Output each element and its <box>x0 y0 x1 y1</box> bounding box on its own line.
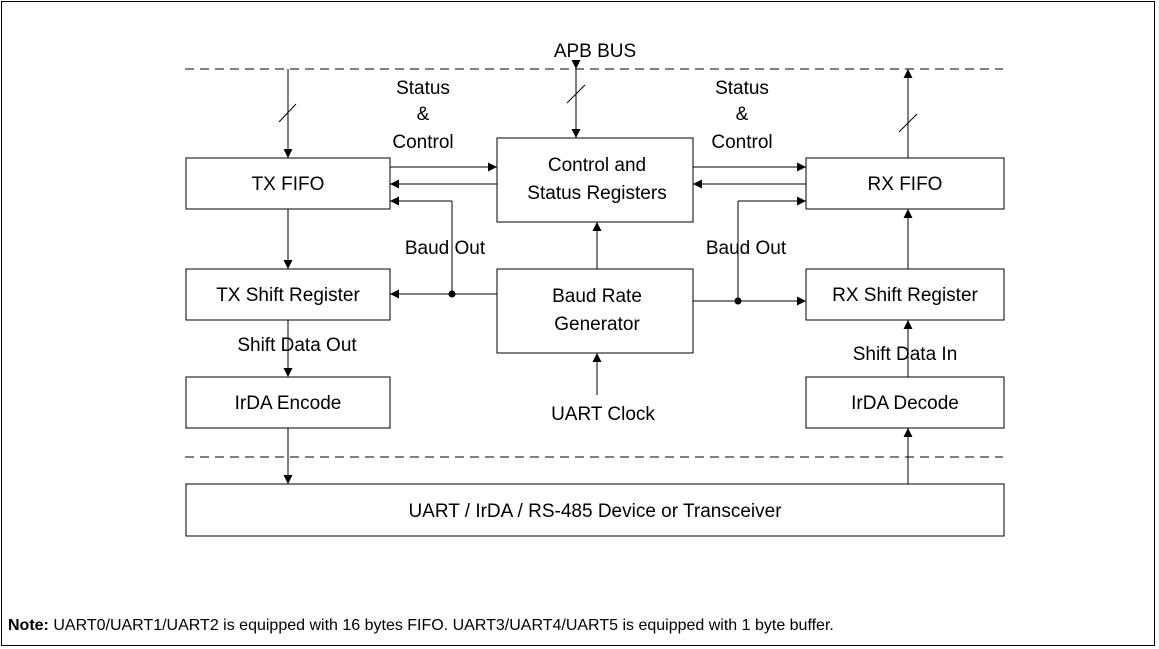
status-label-left: Status <box>396 78 450 99</box>
apb-bus-label: APB BUS <box>554 41 636 62</box>
irda-encode-label: IrDA Encode <box>235 393 342 414</box>
baud-junction-left <box>448 290 456 298</box>
tx-fifo-label: TX FIFO <box>252 174 325 195</box>
shift-data-in-label: Shift Data In <box>853 344 958 365</box>
ampersand-label-right: & <box>736 104 749 125</box>
device-block <box>185 483 1005 537</box>
bus-width-slash <box>566 84 586 104</box>
device-label: UART / IrDA / RS-485 Device or Transceiv… <box>408 501 782 522</box>
control-status-label-line2: Status Registers <box>527 183 666 204</box>
uart-clock-label: UART Clock <box>551 404 655 425</box>
shift-data-out-label: Shift Data Out <box>237 335 357 356</box>
tx-shift-label: TX Shift Register <box>216 285 360 306</box>
bus-width-slash <box>898 113 918 133</box>
irda-decode-label: IrDA Decode <box>851 393 959 414</box>
ampersand-label-left: & <box>417 104 430 125</box>
footnote: Note: UART0/UART1/UART2 is equipped with… <box>8 617 834 635</box>
note-text: UART0/UART1/UART2 is equipped with 16 by… <box>48 617 834 634</box>
control-label-right: Control <box>711 132 772 153</box>
note-prefix: Note: <box>8 617 49 634</box>
baud-gen-label-line2: Generator <box>554 314 640 335</box>
baud-gen-block <box>496 268 694 354</box>
control-status-label-line1: Control and <box>548 155 646 176</box>
baud-gen-label-line1: Baud Rate <box>552 286 642 307</box>
baud-junction-right <box>734 297 742 305</box>
baud-out-left-label: Baud Out <box>405 238 486 259</box>
rx-shift-label: RX Shift Register <box>832 285 978 306</box>
control-label-left: Control <box>392 132 453 153</box>
status-label-right: Status <box>715 78 769 99</box>
control-status-block <box>496 137 694 223</box>
rx-fifo-label: RX FIFO <box>868 174 943 195</box>
bus-width-slash <box>278 103 297 123</box>
baud-out-right-label: Baud Out <box>706 238 787 259</box>
